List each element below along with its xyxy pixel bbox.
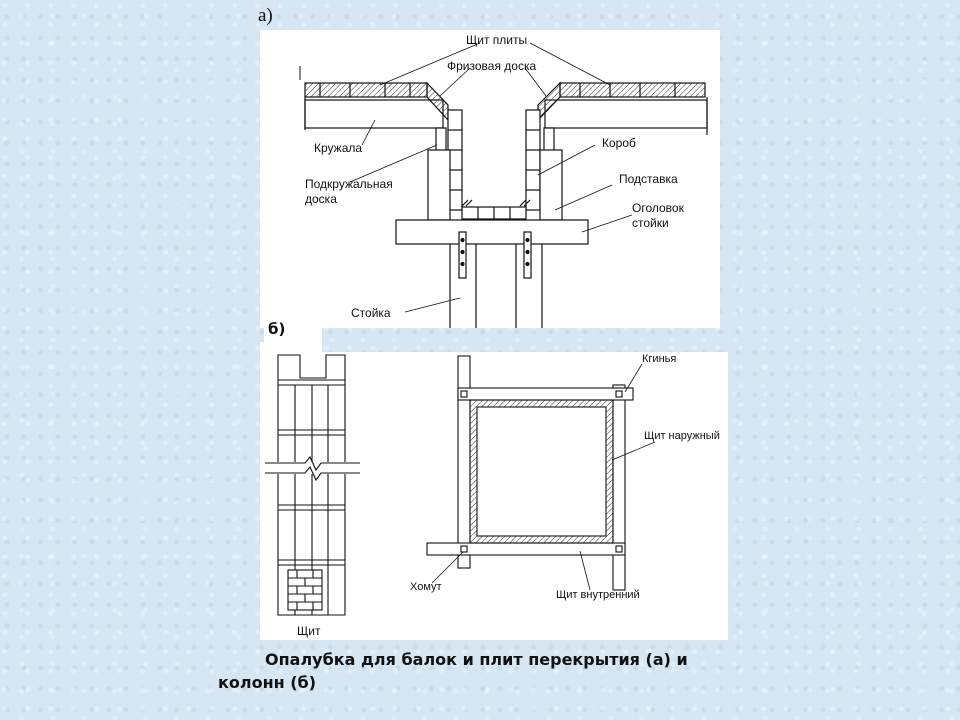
label-outer-shield: Щит наружный bbox=[644, 430, 720, 442]
diagram-b-elevation bbox=[265, 354, 360, 616]
label-kruzhala: Кружала bbox=[314, 141, 362, 155]
label-post: Стойка bbox=[351, 306, 391, 320]
label-inner-shield: Щит внутренний bbox=[556, 589, 640, 601]
right-kruzhala bbox=[544, 99, 708, 129]
label-sub-board-2: доска bbox=[305, 192, 337, 206]
right-vertical-board bbox=[612, 384, 626, 591]
diagram-a-labels: Щит плиты Фризовая доска Кружала Короб П… bbox=[305, 33, 685, 320]
label-shield: Щит bbox=[297, 624, 321, 638]
label-b: б) bbox=[268, 320, 286, 338]
label-post-head-2: стойки bbox=[632, 216, 669, 230]
diagram-a-panel bbox=[260, 30, 720, 328]
left-kruzhala bbox=[304, 99, 444, 129]
label-sub-board-1: Подкружальная bbox=[305, 177, 393, 191]
top-horizontal-board bbox=[457, 387, 634, 401]
label-frieze-board: Фризовая доска bbox=[447, 59, 536, 73]
label-wedge: Кгинья bbox=[642, 353, 676, 365]
label-box: Короб bbox=[602, 136, 636, 150]
right-slab-shield bbox=[559, 82, 706, 98]
right-stand bbox=[539, 149, 563, 221]
label-stand: Подставка bbox=[619, 172, 678, 186]
caption-line-2: колонн (б) bbox=[218, 673, 317, 692]
box-right-wall bbox=[525, 109, 541, 211]
caption-line-1: Опалубка для балок и плит перекрытия (а)… bbox=[265, 650, 688, 669]
diagram-b-labels: Кгинья Щит наружный Хомут Щит внутренний bbox=[410, 353, 720, 601]
label-a: а) bbox=[258, 5, 273, 26]
label-clamp: Хомут bbox=[410, 581, 442, 593]
label-shield-slab: Щит плиты bbox=[466, 33, 527, 47]
diagram-a bbox=[299, 42, 708, 328]
figure-caption: Опалубка для балок и плит перекрытия (а)… bbox=[218, 648, 778, 694]
diagram-b-plan bbox=[426, 355, 656, 591]
post-head bbox=[395, 219, 589, 245]
label-b-box bbox=[264, 322, 322, 346]
bottom-horizontal-board bbox=[426, 542, 626, 556]
left-slab-shield bbox=[304, 82, 428, 98]
left-stand bbox=[427, 149, 451, 221]
right-post-clamp bbox=[523, 231, 532, 279]
left-post-clamp bbox=[458, 231, 467, 279]
label-post-head-1: Оголовок bbox=[632, 201, 685, 215]
